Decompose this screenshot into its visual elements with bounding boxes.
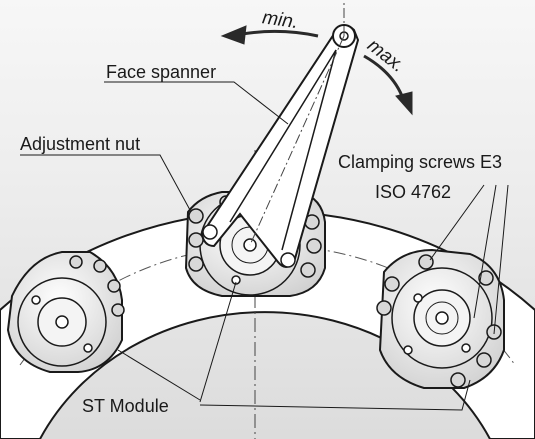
st-module-left <box>6 251 125 373</box>
leader-face-spanner <box>104 81 289 125</box>
st-module-right <box>376 248 505 389</box>
arrow-min <box>241 29 319 38</box>
arrow-min-head <box>220 25 247 45</box>
arrow-max-head <box>395 91 413 116</box>
label-st-module: ST Module <box>82 396 169 416</box>
label-min: min. <box>261 7 299 33</box>
face-spanner <box>200 0 360 268</box>
leader-st-right <box>199 379 471 411</box>
leader-lines <box>20 81 509 411</box>
arrow-max <box>363 54 404 97</box>
leader-clamping-2 <box>473 184 497 319</box>
leader-clamping-3 <box>493 184 509 335</box>
label-adjustment-nut: Adjustment nut <box>20 134 140 154</box>
leader-adjustment-nut <box>20 154 191 211</box>
leader-clamping-1 <box>429 184 485 261</box>
rotation-arrows <box>220 25 413 116</box>
label-face-spanner: Face spanner <box>106 62 216 82</box>
label-clamping-screws: Clamping screws E3 <box>338 152 502 172</box>
leader-st-left <box>117 349 201 401</box>
label-iso: ISO 4762 <box>375 182 451 202</box>
leader-st-center <box>199 281 237 403</box>
